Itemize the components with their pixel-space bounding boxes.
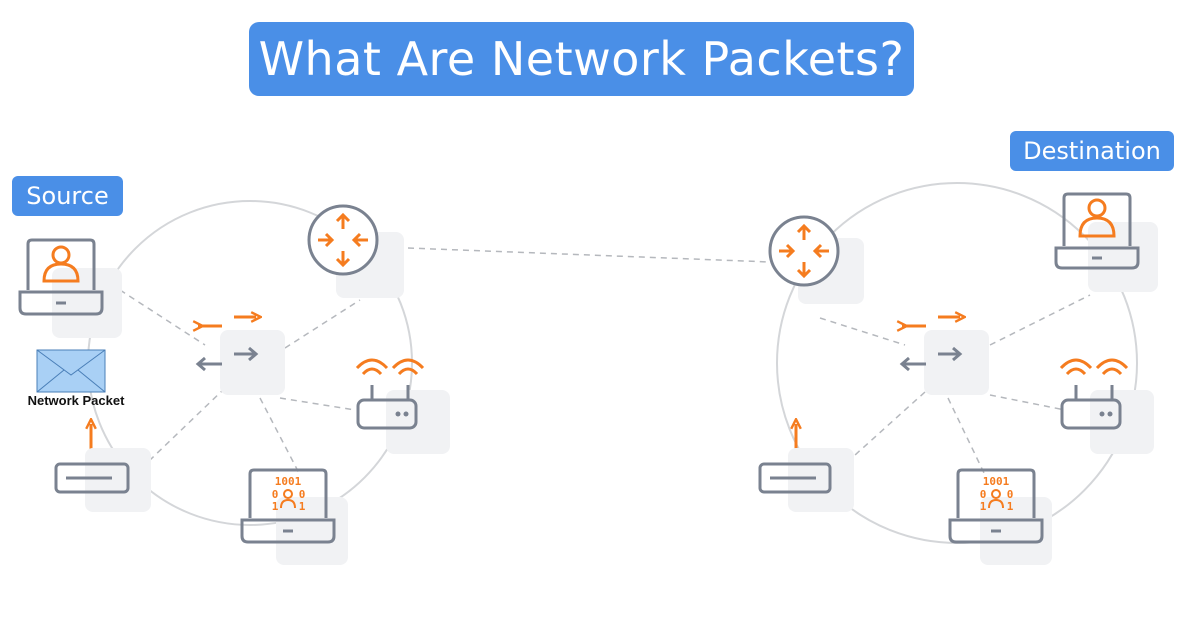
binary-mid-right: 0 (299, 488, 306, 501)
destination-data-laptop-icon[interactable]: 1001 0 0 1 1 (948, 468, 1052, 565)
dest-binary-mid-left: 0 (980, 488, 987, 501)
source-switch-icon[interactable] (198, 317, 285, 395)
binary-top: 1001 (275, 475, 302, 488)
destination-links (819, 294, 1091, 476)
binary-bottom-right: 1 (299, 500, 306, 513)
dest-binary-bottom-right: 1 (1007, 500, 1014, 513)
source-label: Source (12, 176, 123, 216)
source-links (119, 289, 361, 476)
destination-router-icon[interactable] (768, 215, 864, 304)
destination-label: Destination (1010, 131, 1174, 171)
dest-binary-top: 1001 (983, 475, 1010, 488)
source-router-icon[interactable] (307, 204, 404, 298)
dest-binary-mid-right: 0 (1007, 488, 1014, 501)
envelope-icon (36, 349, 106, 393)
destination-switch-icon[interactable] (902, 317, 989, 395)
source-user-laptop-icon[interactable] (18, 238, 122, 338)
destination-modem-icon[interactable] (758, 448, 854, 512)
binary-bottom-left: 1 (272, 500, 279, 513)
dest-binary-bottom-left: 1 (980, 500, 987, 513)
destination-wifi-router-icon[interactable] (1059, 358, 1154, 454)
source-wifi-router-icon[interactable] (355, 358, 450, 454)
page-title: What Are Network Packets? (249, 22, 914, 96)
binary-mid-left: 0 (272, 488, 279, 501)
network-packet-label: Network Packet (27, 393, 125, 408)
source-modem-icon[interactable] (54, 448, 151, 512)
source-data-laptop-icon[interactable]: 1001 0 0 1 1 (240, 468, 348, 565)
wan-link (407, 247, 771, 263)
destination-user-laptop-icon[interactable] (1054, 192, 1158, 292)
